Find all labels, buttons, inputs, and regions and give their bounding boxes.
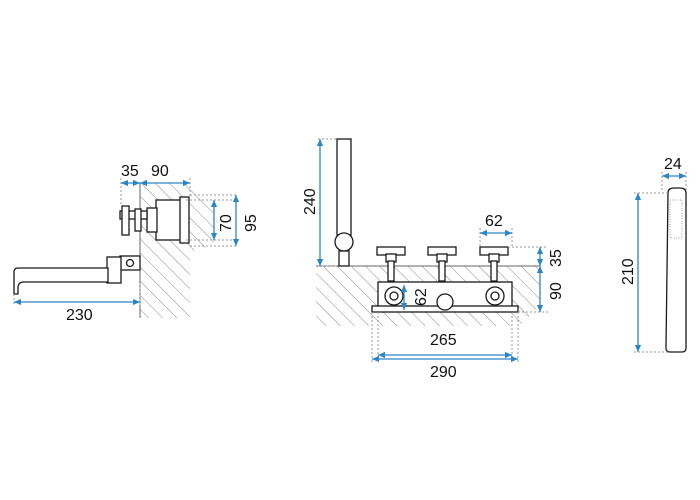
front-handle-left [376, 246, 406, 282]
dim-handshower-length: 210 [620, 258, 637, 285]
side-spout [13, 267, 109, 295]
dim-side-height-inner: 70 [218, 214, 235, 232]
dim-front-handshower-height: 240 [302, 188, 319, 215]
dim-side-spout-length: 230 [66, 307, 93, 324]
dim-side-height-outer: 95 [243, 214, 260, 232]
dim-side-depth: 90 [151, 163, 169, 180]
dim-handshower-width: 24 [664, 156, 682, 173]
dim-side-offset: 35 [121, 163, 139, 180]
handshower-spray-face [669, 199, 683, 239]
front-handle-right [479, 246, 509, 282]
dim-front-handle-height: 35 [548, 249, 565, 267]
dim-front-inner-width: 265 [430, 332, 457, 349]
dim-front-handle-spacing: 62 [485, 213, 503, 230]
front-view: 240 62 35 90 62 265 290 [302, 138, 565, 381]
side-view: 35 90 70 95 230 [13, 163, 260, 324]
dim-front-body-height: 90 [548, 282, 565, 300]
dim-front-outer-width: 290 [430, 364, 457, 381]
side-cross-handle [119, 210, 148, 220]
front-handle-center [427, 246, 457, 282]
front-handshower [336, 138, 352, 236]
dim-front-port-height: 62 [413, 288, 430, 306]
port-center [436, 293, 454, 311]
handshower-view: 24 210 [620, 156, 687, 353]
